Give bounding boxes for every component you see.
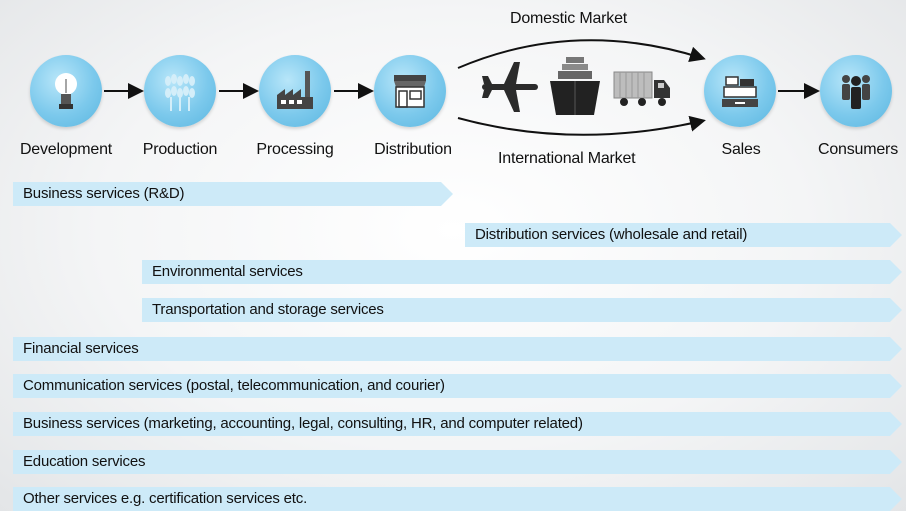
people-icon xyxy=(820,55,892,127)
ship-icon xyxy=(550,57,600,115)
service-band-transportation: Transportation and storage services xyxy=(142,298,902,322)
lightbulb-icon xyxy=(30,55,102,127)
domestic-market-label: Domestic Market xyxy=(510,10,628,27)
stage-label-distribution: Distribution xyxy=(374,141,452,158)
wheat-icon xyxy=(144,55,216,127)
cash-register-icon xyxy=(704,55,776,127)
service-band-business-rd: Business services (R&D) xyxy=(13,182,453,206)
factory-icon xyxy=(259,55,331,127)
service-band-education: Education services xyxy=(13,450,902,474)
stage-label-processing: Processing xyxy=(256,141,334,158)
service-band-business-general: Business services (marketing, accounting… xyxy=(13,412,902,436)
service-band-financial: Financial services xyxy=(13,337,902,361)
international-market-arrow xyxy=(457,115,706,136)
storefront-icon xyxy=(374,55,446,127)
stage-label-production: Production xyxy=(142,141,218,158)
airplane-icon xyxy=(482,62,538,112)
stage-label-sales: Sales xyxy=(721,141,761,158)
truck-icon xyxy=(613,71,670,106)
international-market-label: International Market xyxy=(498,150,636,167)
stage-label-consumers: Consumers xyxy=(817,141,898,158)
stage-label-development: Development xyxy=(19,141,113,158)
domestic-market-arrow xyxy=(457,39,706,69)
service-band-communication: Communication services (postal, telecomm… xyxy=(13,374,902,398)
service-band-other: Other services e.g. certification servic… xyxy=(13,487,902,511)
service-band-environmental: Environmental services xyxy=(142,260,902,284)
service-band-distribution: Distribution services (wholesale and ret… xyxy=(465,223,902,247)
